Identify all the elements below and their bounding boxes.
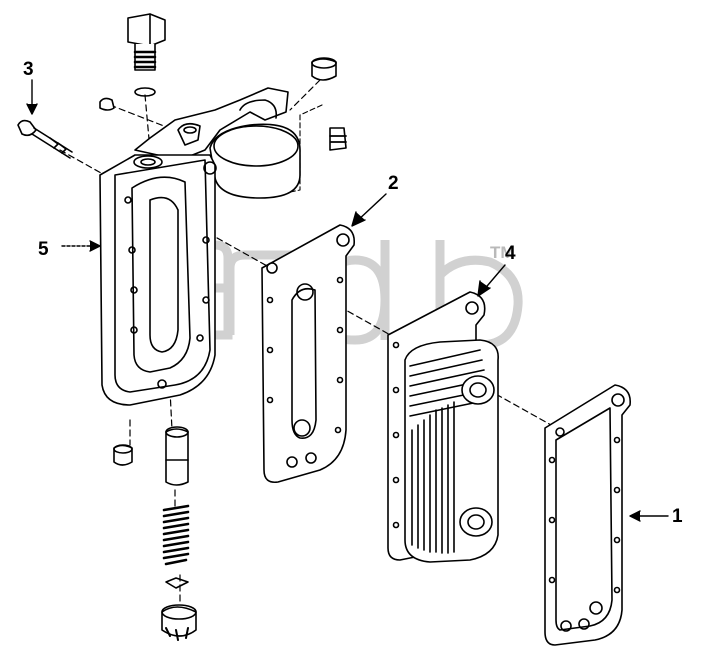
callout-4: 4 [505,243,516,264]
oil-cooler-core [404,339,499,563]
callout-3: 3 [23,59,34,80]
screw-item-3 [17,119,73,159]
washer [165,577,189,589]
housing-item-5 [99,154,217,406]
small-fitting [329,127,347,151]
relief-valve [165,426,189,486]
leader-arrows [26,79,669,522]
filter-head-housing [134,87,301,199]
bottom-plug [113,444,133,466]
bottom-cap [161,604,197,641]
callout-5: 5 [38,239,49,260]
plug [311,57,337,81]
watermark-trademark: TM [490,243,515,262]
gasket-item-2 [261,224,356,484]
top-bolt [127,13,166,97]
gasket-item-1 [544,384,632,646]
spring [162,504,190,566]
callout-2: 2 [388,173,399,194]
callout-1: 1 [672,506,683,527]
